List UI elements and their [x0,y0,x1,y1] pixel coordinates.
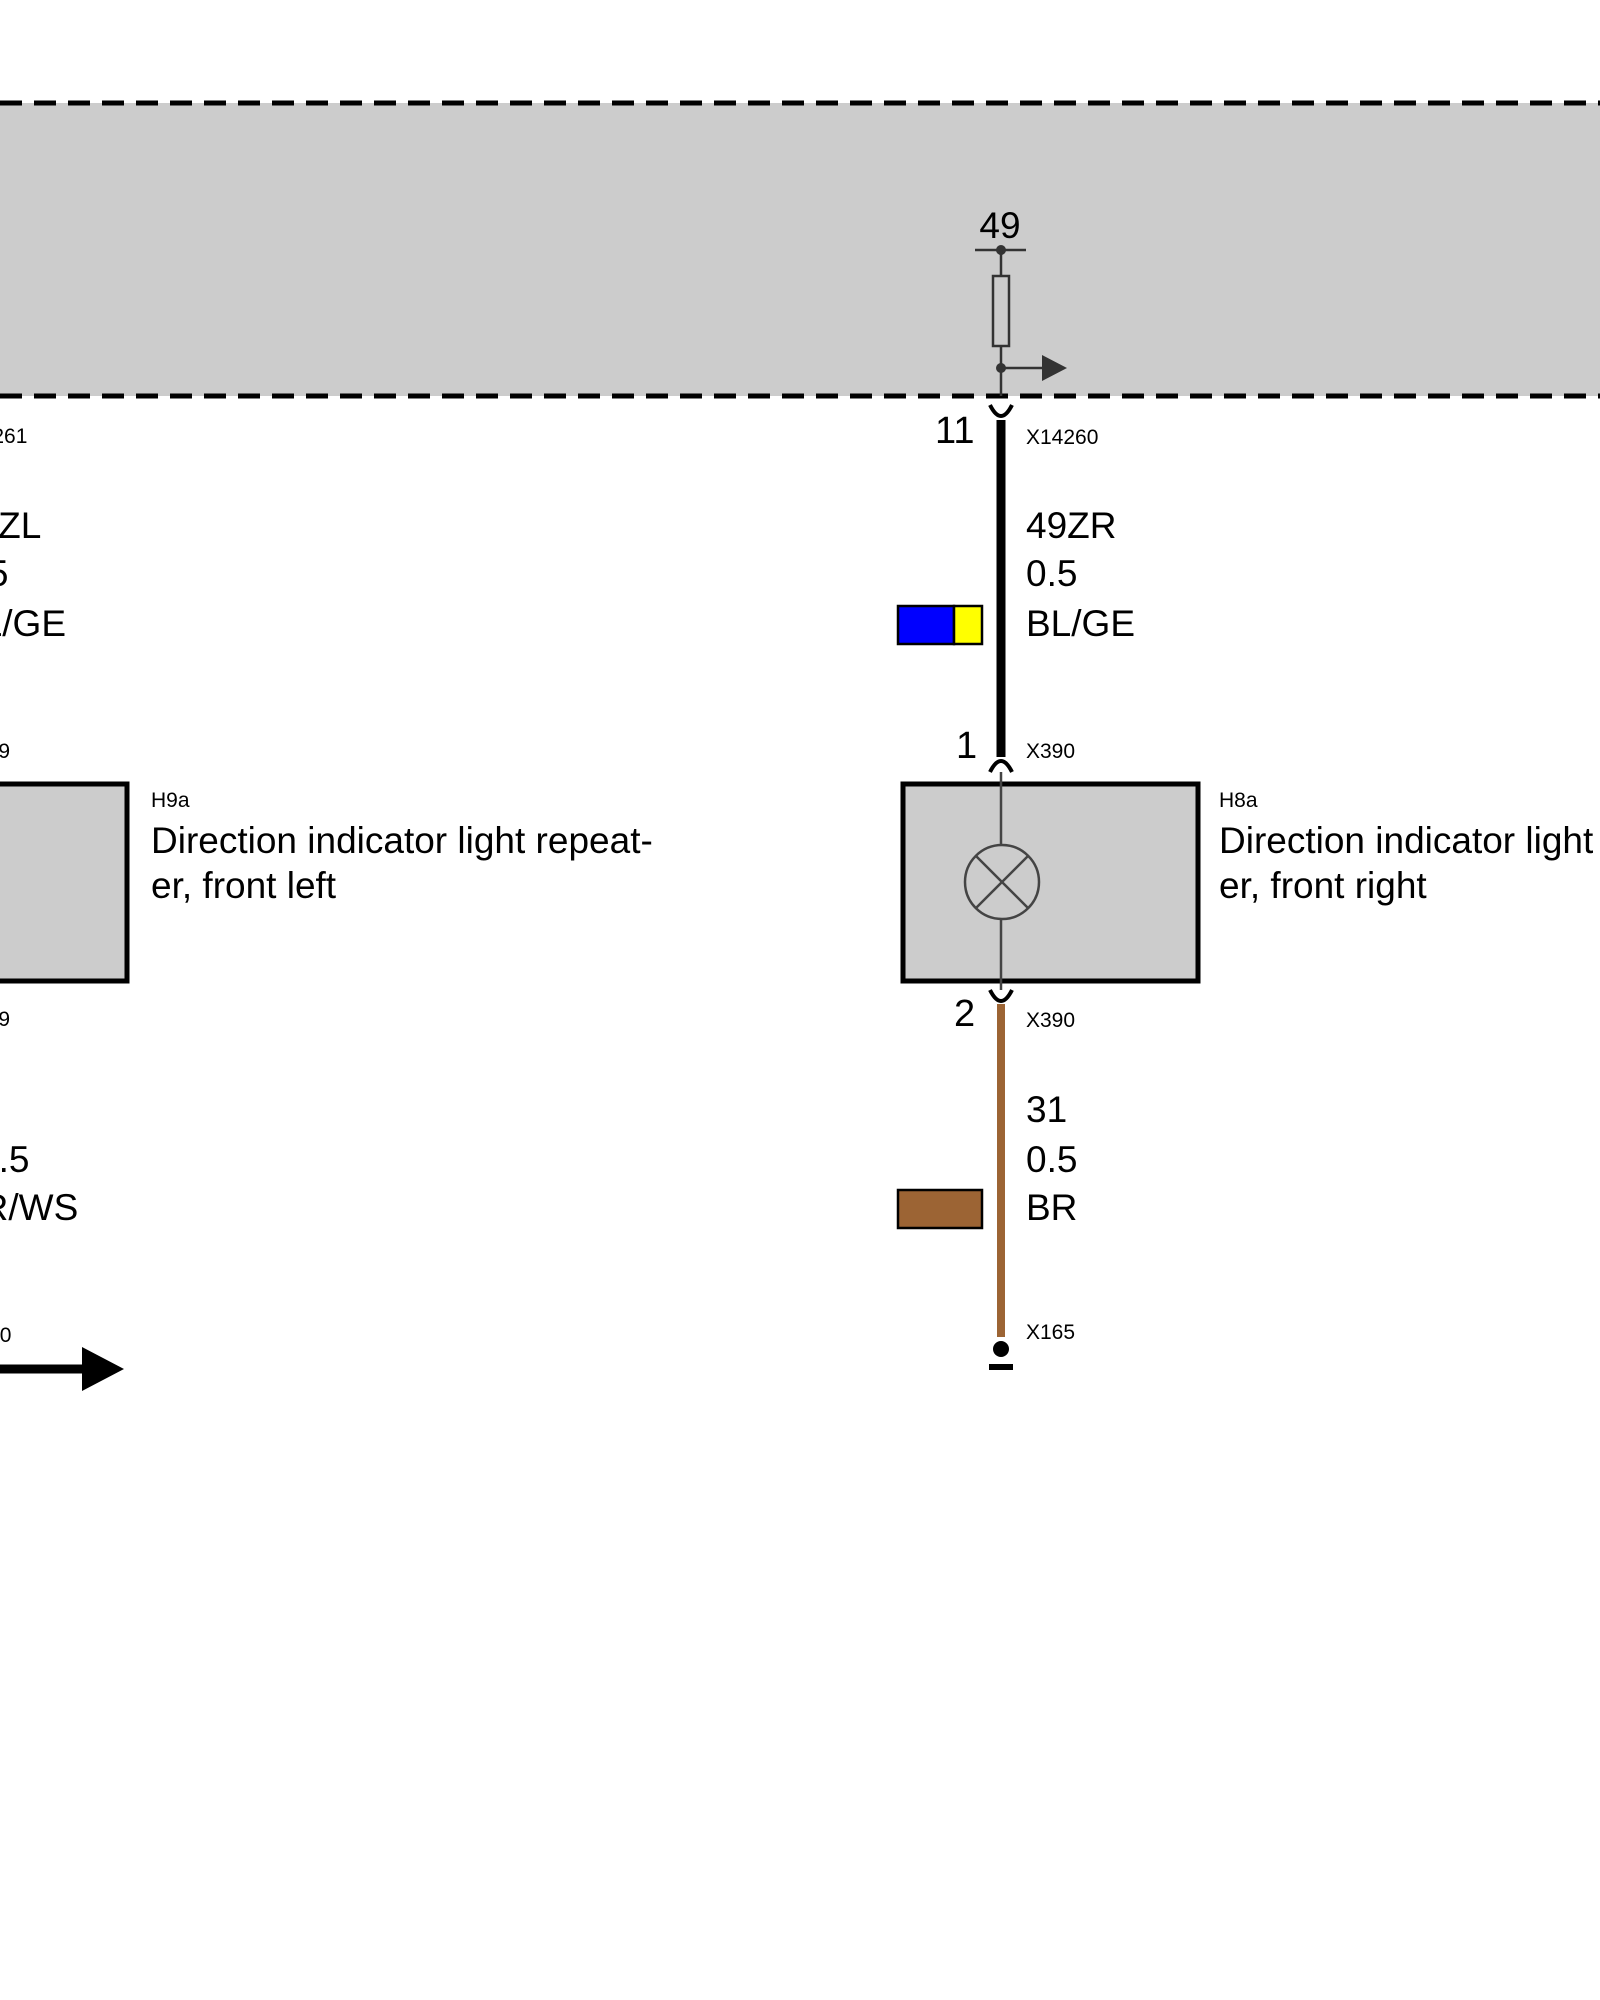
left-connector-top: X14261 [0,425,27,448]
left-connector-mid-top: X389 [0,740,10,763]
right-connector-top-name: X14260 [1026,426,1098,449]
right-connector-mid-bottom-pin: 2 [954,993,975,1035]
left-wire-top-circuit: 49ZL [0,505,41,546]
right-arrow-icon [82,1347,124,1391]
right-connector-mid-top-pin: 1 [956,725,977,767]
right-component-box [900,781,1201,984]
right-component-name-line2: er, front right [1219,865,1427,906]
connector-socket-icon [988,404,1014,418]
left-wire-bottom-gauge: 0.5 [0,1139,29,1180]
wire-color-swatch-brown [896,1188,984,1230]
right-connector-mid-bottom-name: X390 [1026,1009,1075,1032]
left-component-name-line2: er, front left [151,865,337,906]
left-component-box [0,781,130,984]
right-wire-top-circuit: 49ZR [1026,505,1116,546]
branch-arrow-icon [1042,355,1067,381]
fuse-49: 49 [975,205,1067,396]
right-ground-name: X165 [1026,1321,1075,1344]
right-wire-top-color-code: BL/GE [1026,603,1135,644]
right-wire-bottom-circuit: 31 [1026,1089,1067,1130]
connector-socket-icon [988,989,1014,1003]
ground-point-icon [993,1341,1009,1357]
wire-color-swatch-blue [896,604,956,646]
left-wire-top-color-code: BL/GE [0,603,66,644]
right-wire-top-gauge: 0.5 [1026,553,1077,594]
left-wire-top-gauge: 0.5 [0,553,8,594]
control-module-area [0,103,1600,396]
left-connector-bottom: X14260 [0,1324,11,1347]
connector-socket-icon [988,759,1014,773]
right-connector-mid-top-name: X390 [1026,740,1075,763]
right-connector-top-pin: 11 [935,410,974,452]
right-component-name-line1: Direction indicator light [1219,820,1594,861]
fuse-label: 49 [979,205,1020,246]
left-component-name-line1: Direction indicator light repeat- [151,820,653,861]
right-wire-bottom-gauge: 0.5 [1026,1139,1077,1180]
left-component-ref: H9a [151,789,190,812]
right-component-ref: H8a [1219,789,1258,812]
right-wire-bottom-color-code: BR [1026,1187,1077,1228]
left-wire-bottom-color-code: BR/WS [0,1187,78,1228]
wire-color-swatch-yellow [952,604,984,646]
fuse-icon [991,274,1011,348]
left-connector-mid-bottom: X389 [0,1008,10,1031]
